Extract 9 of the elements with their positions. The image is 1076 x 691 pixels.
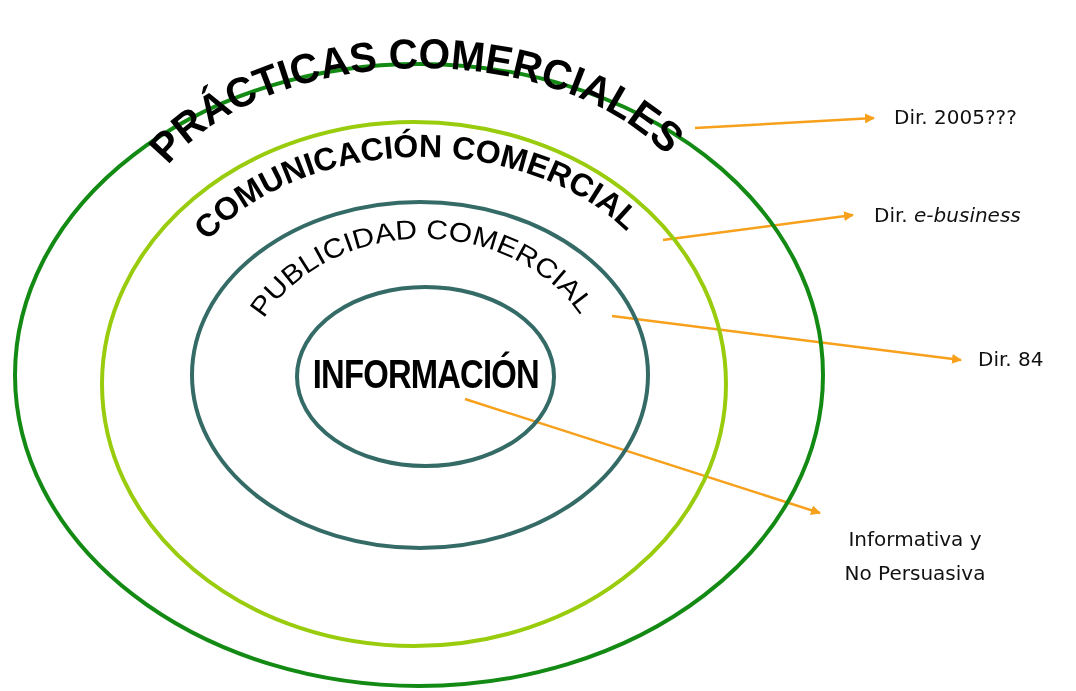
annotation-text: Dir. 2005??? <box>894 104 1017 131</box>
arrow <box>611 314 962 364</box>
annotation-text: Informativa y No Persuasiva <box>843 526 987 587</box>
arrow <box>694 113 875 130</box>
center-heading: INFORMACIÓN <box>312 352 539 397</box>
arrow <box>662 211 854 242</box>
annotation-text: Dir. e-business <box>874 202 1021 229</box>
annotation-text: Dir. 84 <box>978 346 1044 373</box>
arrow <box>464 397 821 515</box>
